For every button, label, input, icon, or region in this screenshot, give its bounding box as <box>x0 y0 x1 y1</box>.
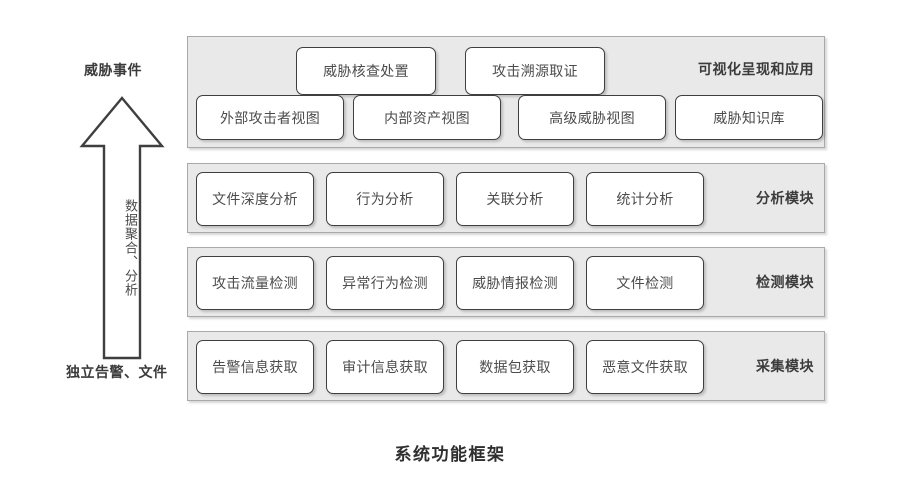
function-box-statistical-analysis[interactable]: 统计分析 <box>586 172 704 226</box>
arrow-label: 数据聚合、分析 <box>122 199 137 297</box>
function-box-external-attacker-view[interactable]: 外部攻击者视图 <box>196 95 344 140</box>
function-box-behavior-analysis[interactable]: 行为分析 <box>326 172 444 226</box>
function-box-file-detection[interactable]: 文件检测 <box>586 256 704 310</box>
function-box-threat-verification[interactable]: 威胁核查处置 <box>296 47 436 95</box>
function-box-advanced-threat-view[interactable]: 高级威胁视图 <box>518 95 666 140</box>
function-box-attack-traceback[interactable]: 攻击溯源取证 <box>465 47 605 95</box>
layer-panel-collection: 采集模块 告警信息获取 审计信息获取 数据包获取 恶意文件获取 <box>187 331 825 401</box>
module-label-collection: 采集模块 <box>756 359 814 375</box>
layer-panel-detection: 检测模块 攻击流量检测 异常行为检测 威胁情报检测 文件检测 <box>187 247 825 317</box>
function-box-threat-knowledge-base[interactable]: 威胁知识库 <box>675 95 823 140</box>
flow-top-label: 威胁事件 <box>84 63 142 79</box>
function-box-malicious-file-collection[interactable]: 恶意文件获取 <box>586 340 704 394</box>
flow-bottom-label: 独立告警、文件 <box>66 365 168 381</box>
function-box-internal-asset-view[interactable]: 内部资产视图 <box>353 95 501 140</box>
function-box-attack-traffic-detection[interactable]: 攻击流量检测 <box>196 256 314 310</box>
function-box-anomaly-behavior-detection[interactable]: 异常行为检测 <box>326 256 444 310</box>
module-label-visualization: 可视化呈现和应用 <box>698 62 814 78</box>
data-flow-arrow: 数据聚合、分析 <box>76 92 168 364</box>
figure-caption: 系统功能框架 <box>394 445 506 465</box>
function-box-audit-info-collection[interactable]: 审计信息获取 <box>326 340 444 394</box>
module-label-detection: 检测模块 <box>756 275 814 291</box>
layer-panel-analysis: 分析模块 文件深度分析 行为分析 关联分析 统计分析 <box>187 163 825 233</box>
function-box-alert-info-collection[interactable]: 告警信息获取 <box>196 340 314 394</box>
layer-panel-visualization: 可视化呈现和应用 威胁核查处置 攻击溯源取证 外部攻击者视图 内部资产视图 高级… <box>187 36 825 148</box>
up-arrow-icon <box>79 96 165 360</box>
function-box-threat-intel-detection[interactable]: 威胁情报检测 <box>456 256 574 310</box>
function-box-file-deep-analysis[interactable]: 文件深度分析 <box>196 172 314 226</box>
function-box-packet-collection[interactable]: 数据包获取 <box>456 340 574 394</box>
function-box-correlation-analysis[interactable]: 关联分析 <box>456 172 574 226</box>
module-label-analysis: 分析模块 <box>756 191 814 207</box>
